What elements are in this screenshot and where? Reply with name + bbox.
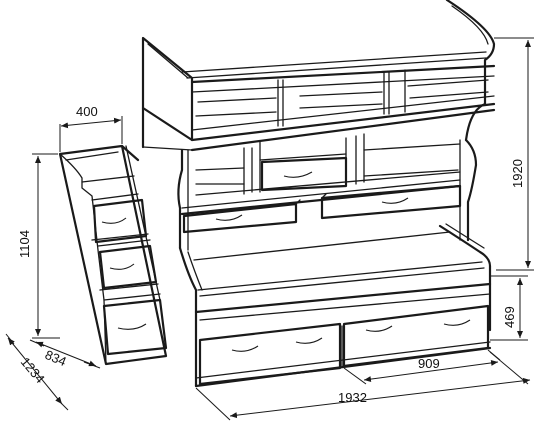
handle-desk-drawer-left [215,214,243,221]
handle-stair-drawer-1 [101,217,127,224]
dim-label-stair-height: 1104 [17,230,32,258]
staircase [58,144,168,366]
dim-label-overall-height: 1920 [510,159,525,188]
drawer-handles [101,171,471,352]
handle-desk-drawer-right [381,197,409,204]
lower-bed [178,223,492,388]
handle-stair-drawer-3 [117,323,147,330]
middle-shelf-unit [177,133,478,251]
dim-label-stair-width: 400 [76,104,98,119]
dim-label-stair-depth: 834 [43,347,69,369]
handle-middle-drawer [283,171,313,178]
handle-bed-drawer-left [231,345,259,352]
handle-stair-drawer-2 [109,263,135,270]
upper-bed [141,0,496,152]
handle-bed-drawer-right-a [365,325,393,332]
dim-label-drawer-width: 909 [418,356,440,371]
handle-bed-drawer-mid [295,337,323,344]
dimension-lines [5,37,534,421]
dim-label-overall-length: 1932 [338,390,367,405]
handle-bed-drawer-right-b [443,319,471,326]
dim-label-lower-bed-height: 469 [502,306,517,328]
